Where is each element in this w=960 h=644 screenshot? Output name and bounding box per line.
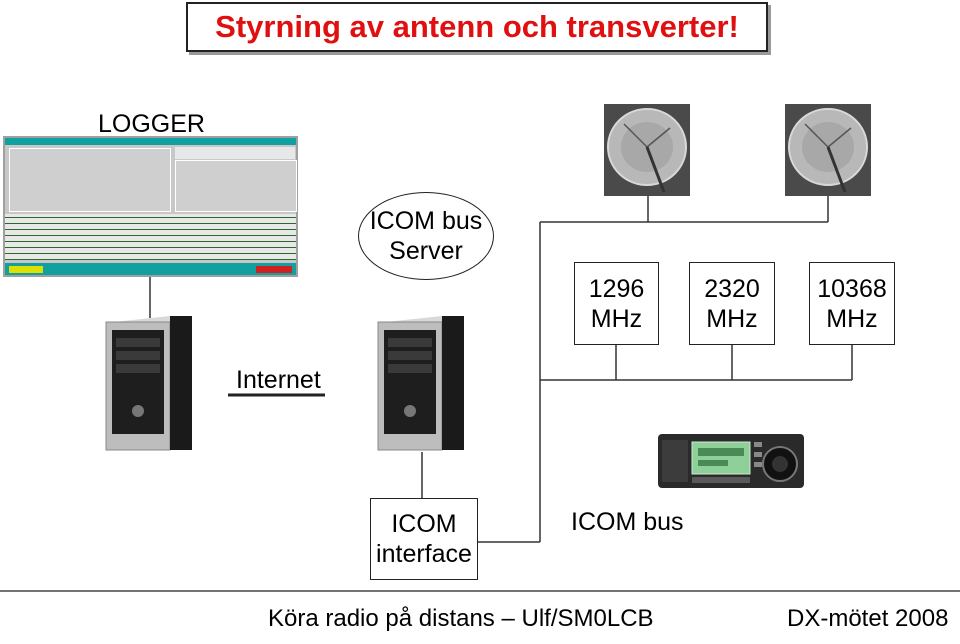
logger-statusbar xyxy=(5,263,296,275)
transverter-freq: 10368 xyxy=(817,274,887,304)
transverter-unit: MHz xyxy=(591,304,642,334)
footer-left: Köra radio på distans xyxy=(268,605,495,632)
pc-tower-icon xyxy=(100,316,196,451)
logger-pane-right xyxy=(175,160,297,212)
icom-interface-box: ICOM interface xyxy=(370,498,478,580)
internet-label: Internet xyxy=(236,366,321,395)
icom-bus-label: ICOM bus xyxy=(571,508,684,537)
footer-dash: – xyxy=(501,605,514,632)
logger-clock xyxy=(9,266,43,273)
logger-menubar xyxy=(5,138,296,145)
icom-interface-line1: ICOM xyxy=(391,509,456,539)
slide-title: Styrning av antenn och transverter! xyxy=(186,2,768,52)
icom-server-line2: Server xyxy=(389,236,463,266)
footer-event: DX-mötet 2008 xyxy=(787,605,948,633)
transverter-freq: 2320 xyxy=(704,274,760,304)
footer-author: Ulf/SM0LCB xyxy=(522,605,654,632)
transverter-unit: MHz xyxy=(826,304,877,334)
logger-pane xyxy=(9,148,171,212)
footer-caption: Köra radio på distans – Ulf/SM0LCB xyxy=(268,605,654,633)
icom-interface-line2: interface xyxy=(376,539,472,569)
logger-qso-header xyxy=(175,147,295,159)
transverter-unit: MHz xyxy=(706,304,757,334)
logger-red-indicator xyxy=(256,266,292,273)
icom-bus-server-node: ICOM bus Server xyxy=(358,192,494,280)
transverter-box-10368: 10368 MHz xyxy=(809,262,895,345)
dish-antenna-icon xyxy=(604,104,690,196)
icom-server-line1: ICOM bus xyxy=(370,206,483,236)
icom-radio-icon xyxy=(658,434,804,488)
pc-tower-icon xyxy=(372,316,468,451)
logger-screenshot xyxy=(3,136,298,277)
transverter-box-1296: 1296 MHz xyxy=(574,262,659,345)
dish-antenna-icon xyxy=(785,104,871,196)
logger-label: LOGGER xyxy=(98,110,205,139)
logger-log-list xyxy=(5,214,296,260)
transverter-box-2320: 2320 MHz xyxy=(689,262,775,345)
transverter-freq: 1296 xyxy=(589,274,645,304)
